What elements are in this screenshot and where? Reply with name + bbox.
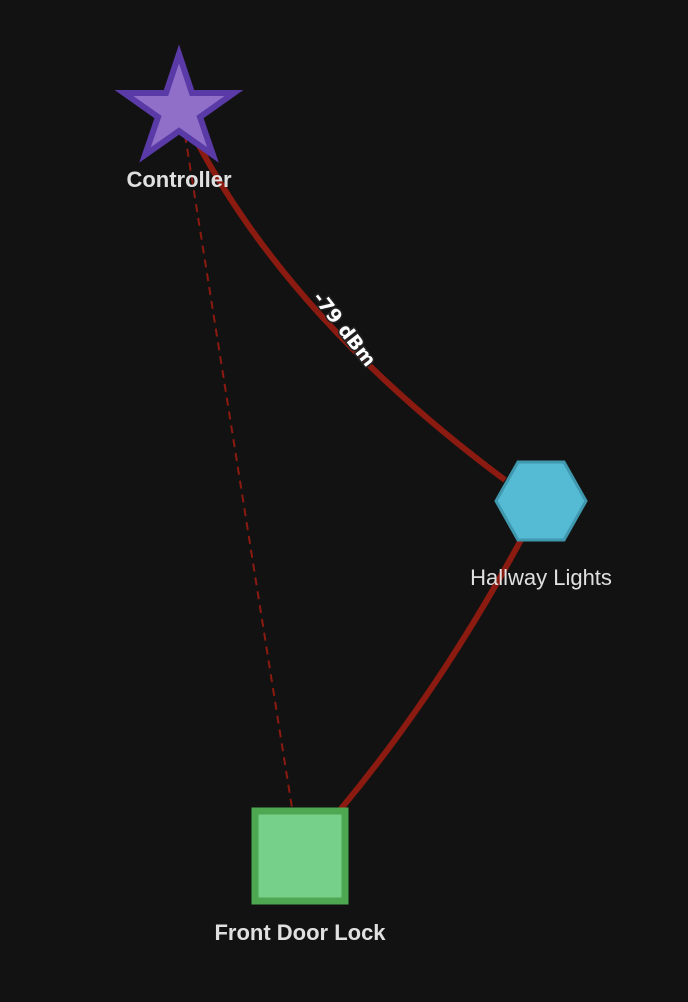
edge-hallway-door[interactable] (337, 536, 525, 812)
edge-controller-hallway[interactable] (192, 136, 507, 483)
node-front-door-lock[interactable]: Front Door Lock (214, 807, 386, 945)
node-hallway-lights[interactable]: Hallway Lights (470, 460, 612, 590)
node-label-controller: Controller (126, 167, 232, 192)
star-icon (114, 44, 244, 163)
node-label-hallway: Hallway Lights (470, 565, 612, 590)
node-controller[interactable]: Controller (114, 44, 244, 192)
edge-label-signal: -79 dBm (308, 288, 380, 372)
edge-controller-door[interactable] (184, 134, 293, 809)
hexagon-icon (494, 460, 588, 542)
square-icon (251, 807, 349, 905)
node-label-door: Front Door Lock (214, 920, 386, 945)
